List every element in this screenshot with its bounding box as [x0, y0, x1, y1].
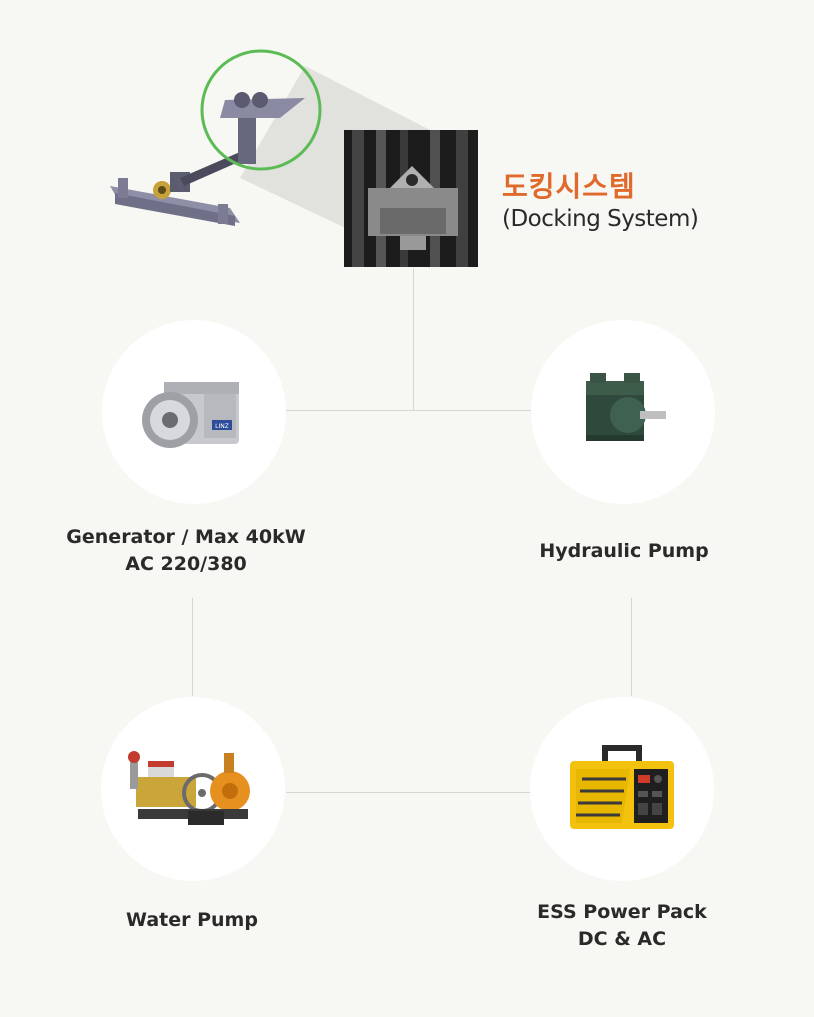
water-pump-label-line1: Water Pump [126, 909, 258, 931]
highlight-circle [200, 49, 322, 171]
ess-power-pack-label: ESS Power Pack DC & AC [472, 899, 772, 953]
ess-power-pack-label-line2: DC & AC [577, 928, 667, 950]
connector-docking-vertical [413, 268, 414, 411]
hydraulic-pump-icon [586, 373, 666, 441]
water-pump-icon [128, 751, 250, 825]
connector-top-horizontal [286, 410, 532, 411]
ess-power-pack-label-line1: ESS Power Pack [537, 901, 707, 923]
generator-label-line2: AC 220/380 [125, 553, 247, 575]
generator-circle: LINZ [102, 320, 286, 504]
hydraulic-pump-label: Hydraulic Pump [474, 538, 774, 565]
connector-right-vertical [631, 598, 632, 696]
water-pump-label: Water Pump [42, 907, 342, 934]
ess-power-pack-circle [530, 697, 714, 881]
generator-icon: LINZ [142, 382, 239, 448]
docking-title-korean: 도킹시스템 [502, 170, 636, 203]
hydraulic-pump-circle [531, 320, 715, 504]
generator-label-line1: Generator / Max 40kW [66, 526, 306, 548]
connector-left-vertical [192, 598, 193, 696]
generator-label: Generator / Max 40kW AC 220/380 [36, 524, 336, 578]
water-pump-circle [101, 697, 285, 881]
connector-bottom-horizontal [286, 792, 532, 793]
brand-label: LINZ [215, 423, 229, 430]
docking-title-english: (Docking System) [502, 206, 699, 232]
ess-power-pack-icon [570, 745, 674, 829]
hydraulic-pump-label-line1: Hydraulic Pump [539, 540, 709, 562]
docking-system-illustration [110, 49, 478, 268]
docking-detail-photo [344, 130, 478, 267]
docking-arm-icon [110, 92, 305, 226]
